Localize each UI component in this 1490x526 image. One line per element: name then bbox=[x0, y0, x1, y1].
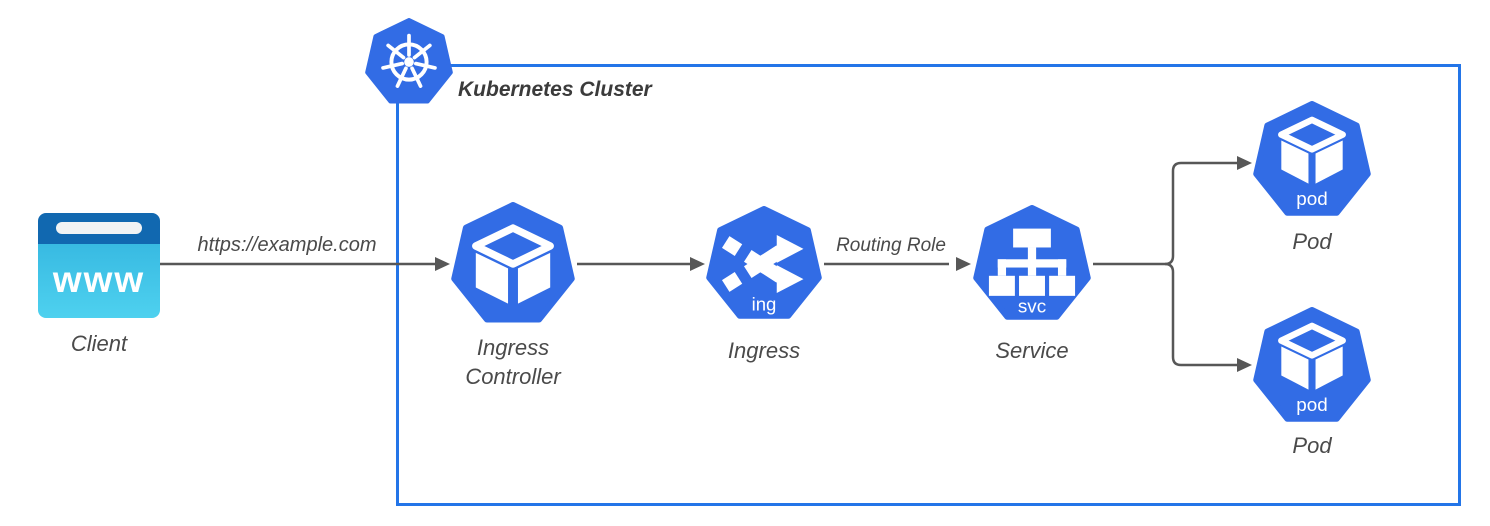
pod-top-label: Pod bbox=[1292, 229, 1332, 254]
service-badge: svc bbox=[1018, 295, 1046, 316]
ingress-controller-label: Ingress Controller bbox=[465, 335, 561, 389]
arrowhead-icon bbox=[435, 257, 450, 271]
arrowhead-icon bbox=[956, 257, 971, 271]
service-label: Service bbox=[995, 338, 1069, 363]
ingress-controller-node bbox=[451, 202, 575, 326]
ingress-label: Ingress bbox=[727, 338, 801, 363]
arrowhead-icon bbox=[1237, 156, 1252, 170]
client-label: Client bbox=[70, 331, 128, 356]
www-text: www bbox=[52, 258, 146, 300]
browser-addressbar bbox=[56, 222, 142, 234]
cluster-title: Kubernetes Cluster bbox=[458, 78, 652, 101]
edge-label-url: https://example.com bbox=[197, 234, 377, 256]
shuffle-arrows-icon bbox=[721, 236, 785, 292]
arrowhead-icon bbox=[1237, 358, 1252, 372]
client-node: www bbox=[38, 213, 160, 318]
pod-cube-icon bbox=[1278, 322, 1346, 390]
cluster-boundary-box bbox=[396, 64, 1461, 506]
pod-badge: pod bbox=[1296, 394, 1327, 415]
browser-icon: www bbox=[38, 244, 160, 318]
service-tree-icon bbox=[988, 228, 1076, 296]
pod-badge: pod bbox=[1296, 188, 1327, 209]
edge-label-routing-role: Routing Role bbox=[836, 235, 946, 256]
pod-top-node: pod bbox=[1253, 101, 1371, 219]
pod-bottom-label: Pod bbox=[1292, 433, 1332, 458]
ingress-badge: ing bbox=[752, 293, 777, 314]
service-node: svc bbox=[973, 205, 1091, 323]
pod-cube-icon bbox=[1278, 116, 1346, 184]
ingress-node: ing bbox=[706, 206, 822, 322]
edge-branch-to-pod-bottom bbox=[1164, 262, 1238, 367]
pod-bottom-node: pod bbox=[1253, 307, 1371, 425]
cube-icon bbox=[472, 224, 554, 304]
edge-branch-to-pod-top bbox=[1164, 161, 1238, 266]
arrowhead-icon bbox=[690, 257, 705, 271]
kubernetes-logo-icon bbox=[365, 18, 453, 106]
browser-titlebar bbox=[38, 213, 160, 244]
